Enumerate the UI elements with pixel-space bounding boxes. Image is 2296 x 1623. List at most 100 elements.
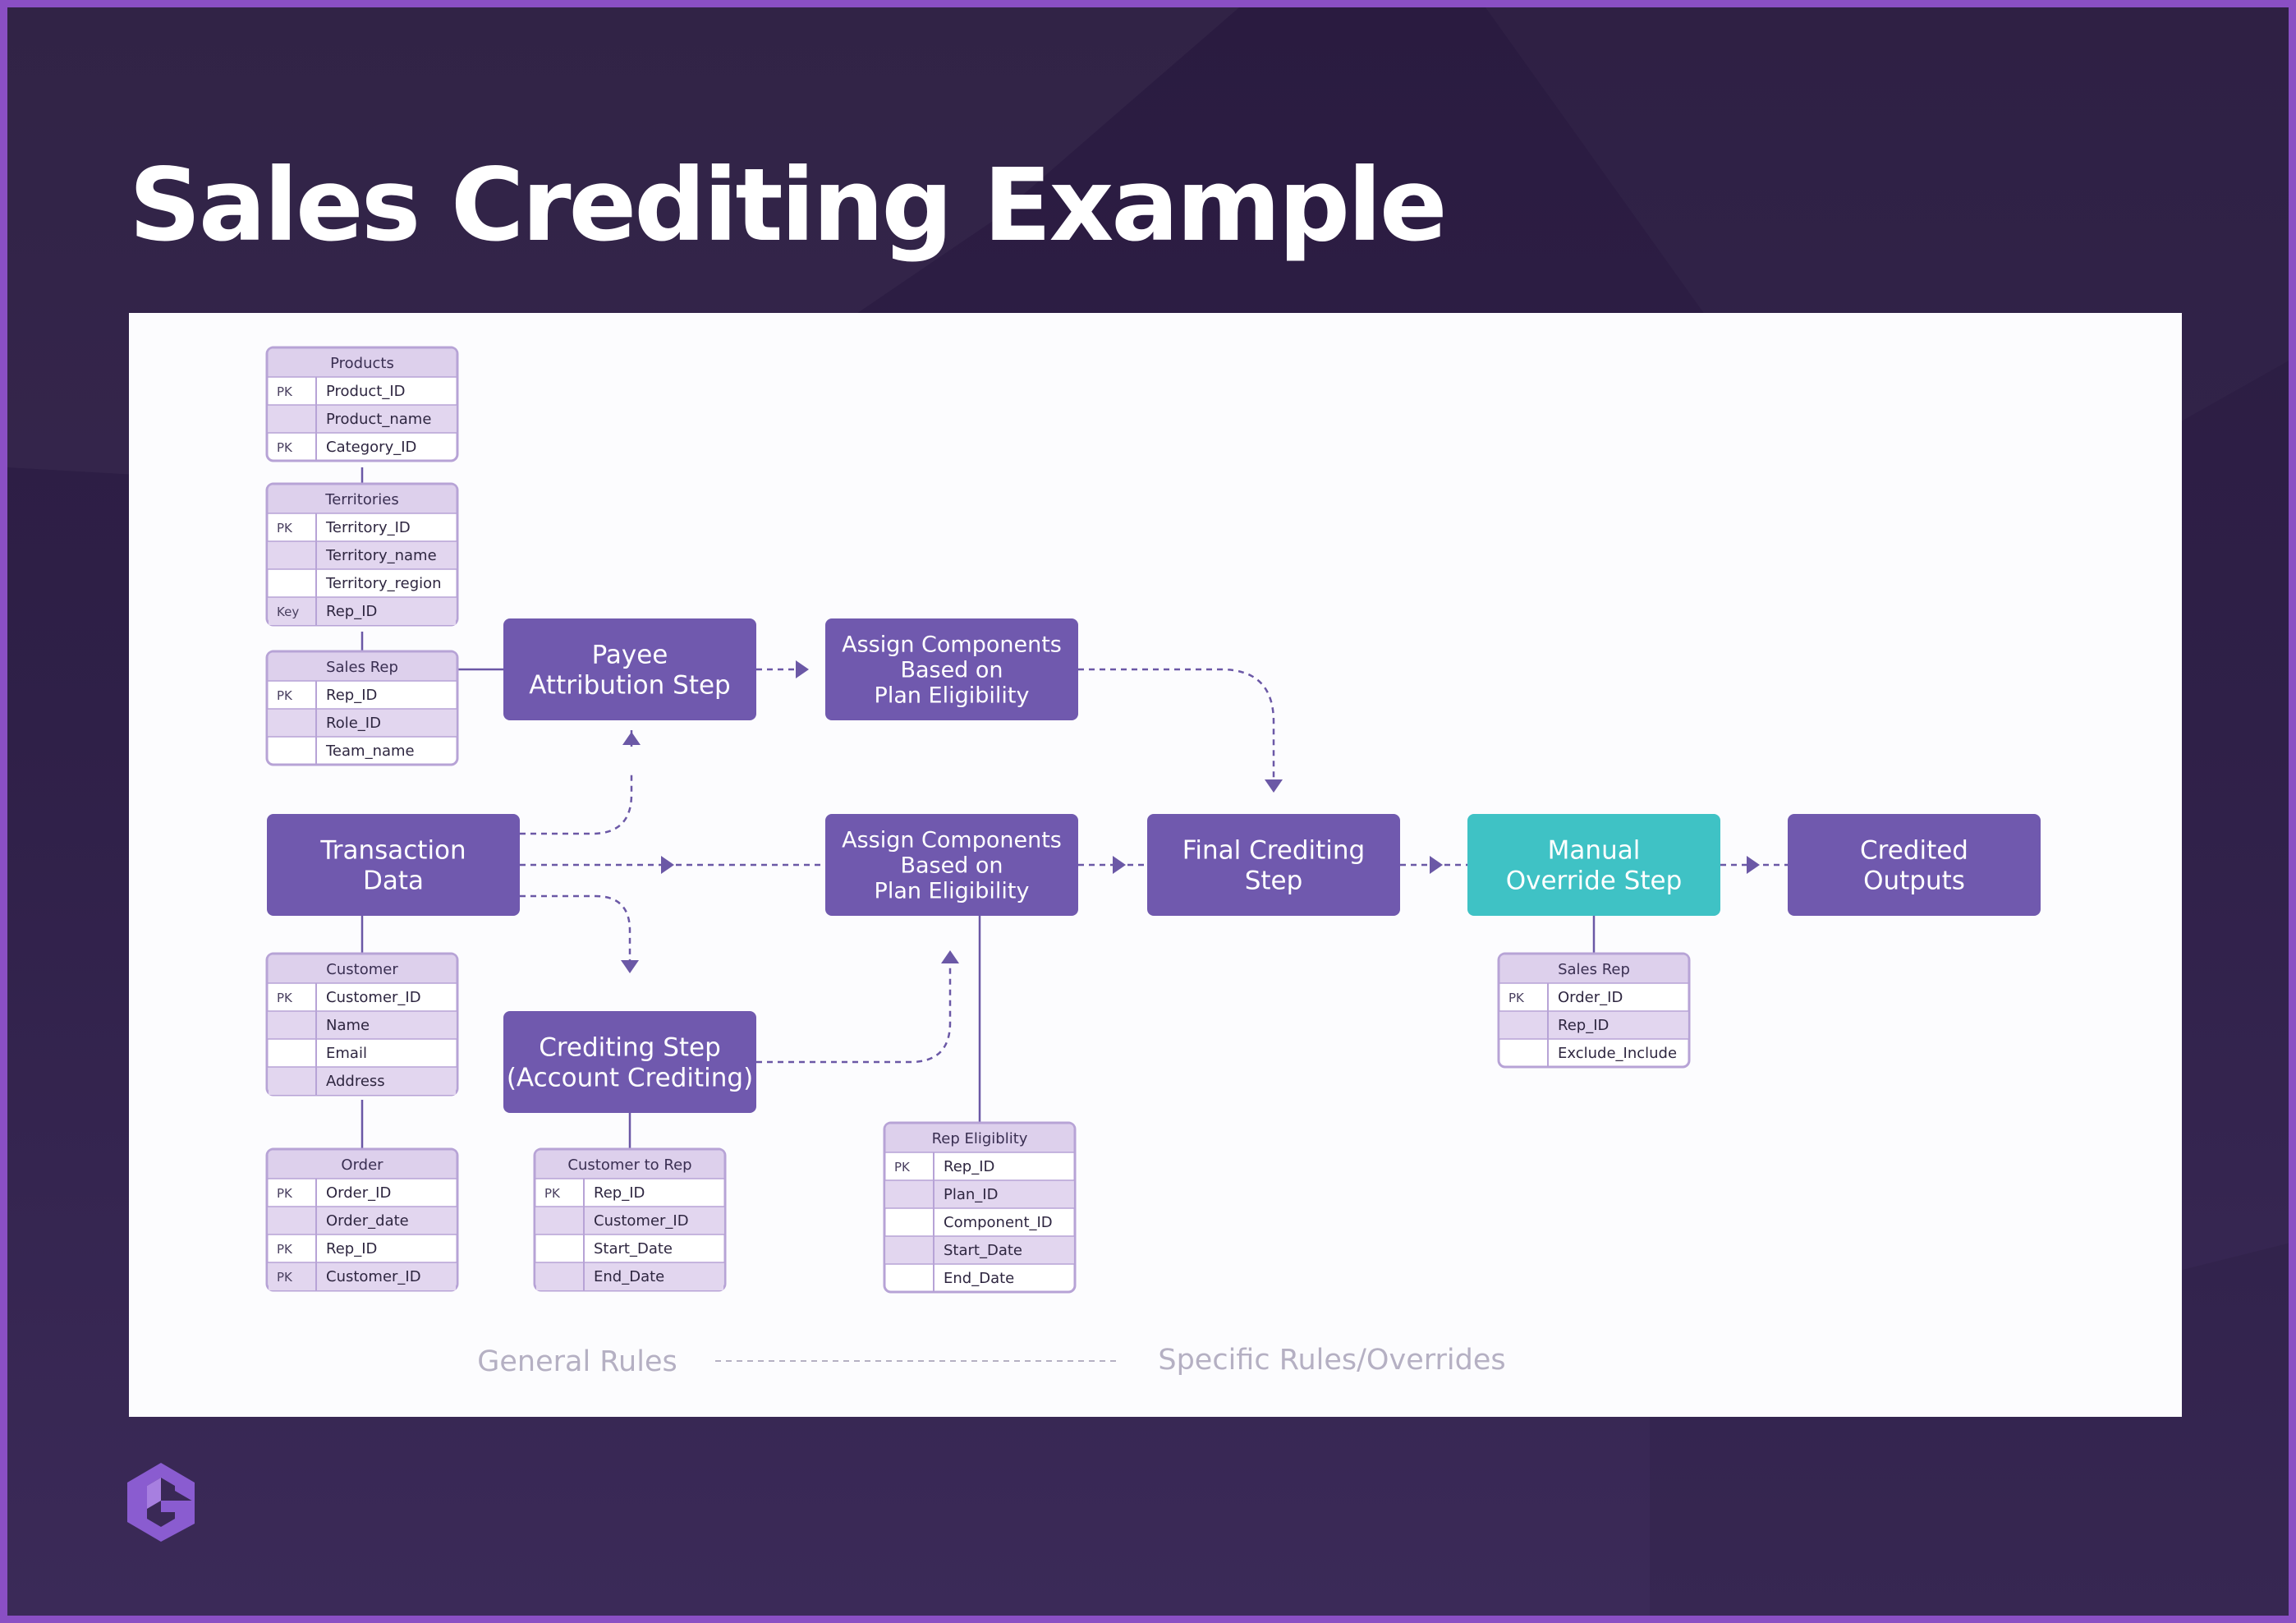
table-field-cell: Name (326, 1017, 370, 1034)
table-field-cell: Rep_ID (326, 1240, 377, 1257)
table-field-cell: Address (326, 1073, 385, 1090)
process-node-label: (Account Crediting) (507, 1064, 753, 1093)
legend-general-rules: General Rules (477, 1345, 677, 1378)
table-key-cell: PK (277, 521, 293, 536)
table-row-stripe (269, 541, 456, 569)
table-header (268, 348, 457, 377)
process-node-label: Transaction (319, 836, 466, 866)
arrowhead (661, 856, 674, 874)
process-node-box (1788, 814, 2041, 916)
table-field-cell: Customer_ID (326, 1268, 421, 1285)
arrowhead (1113, 856, 1126, 874)
table-header (268, 652, 457, 681)
table-row-stripe (269, 709, 456, 737)
table-field-cell: Customer_ID (326, 989, 421, 1006)
arrowhead (1747, 856, 1760, 874)
table-field-cell: End_Date (944, 1270, 1014, 1287)
table-row-stripe (536, 1207, 723, 1234)
table-key-cell: PK (894, 1160, 911, 1175)
arrowhead (796, 660, 809, 678)
connector-line (520, 894, 631, 962)
table-field-cell: Start_Date (594, 1240, 673, 1257)
arrowhead (621, 960, 639, 973)
table-title: Order (341, 1156, 383, 1174)
process-node-label: Outputs (1863, 867, 1965, 896)
table-title: Sales Rep (326, 659, 398, 676)
table-field-cell: Start_Date (944, 1242, 1022, 1259)
process-node-label: Credited (1860, 836, 1968, 866)
table-field-cell: Rep_ID (326, 603, 377, 620)
table-key-cell: PK (277, 991, 293, 1005)
process-node-box (267, 814, 520, 916)
table-title: Customer (326, 961, 398, 978)
table-key-cell: PK (277, 1270, 293, 1285)
table-key-cell: PK (277, 688, 293, 703)
legend-specific-rules: Specific Rules/Overrides (1158, 1344, 1505, 1377)
table-row-stripe (1500, 1011, 1688, 1039)
table-field-cell: End_Date (594, 1268, 664, 1285)
table-title: Customer to Rep (567, 1156, 691, 1174)
table-header (268, 1150, 457, 1179)
process-node-label: Manual (1548, 836, 1641, 866)
table-key-cell: Key (277, 605, 299, 619)
process-node-box (1467, 814, 1720, 916)
process-node-label: Plan Eligibility (875, 879, 1030, 904)
arrowhead (1265, 779, 1283, 793)
table-header (885, 1124, 1074, 1152)
connector-line (1078, 668, 1275, 779)
process-node-box (825, 618, 1078, 720)
process-node-label: Based on (900, 853, 1003, 879)
process-node-label: Final Crediting (1182, 836, 1365, 866)
table-field-cell: Order_ID (1558, 989, 1623, 1006)
arrowhead (941, 950, 959, 963)
table-title: Sales Rep (1558, 961, 1630, 978)
table-field-cell: Rep_ID (944, 1158, 994, 1175)
process-node-box (503, 1011, 756, 1113)
table-field-cell: Territory_region (325, 575, 442, 592)
process-node-label: Payee (592, 641, 668, 670)
table-header (268, 954, 457, 983)
table-field-cell: Rep_ID (594, 1184, 645, 1202)
process-node-label: Crediting Step (539, 1033, 721, 1063)
arrowhead (1430, 856, 1443, 874)
table-row-stripe (269, 1262, 456, 1290)
process-node-box (1147, 814, 1400, 916)
table-row-stripe (886, 1236, 1073, 1264)
table-row-stripe (536, 1262, 723, 1290)
process-node-label: Plan Eligibility (875, 683, 1030, 709)
table-field-cell: Product_ID (326, 383, 406, 400)
table-row-stripe (269, 597, 456, 625)
table-field-cell: Order_ID (326, 1184, 391, 1202)
table-key-cell: PK (277, 384, 293, 399)
table-field-cell: Category_ID (326, 439, 416, 456)
connector-layer (360, 467, 1788, 1149)
table-key-cell: PK (277, 1242, 293, 1257)
process-node-box (825, 814, 1078, 916)
company-logo-icon (127, 1463, 195, 1542)
process-node-crediting: Crediting Step(Account Crediting) (503, 1011, 756, 1113)
table-header (268, 485, 457, 513)
table-field-cell: Plan_ID (944, 1186, 998, 1203)
table-field-cell: Component_ID (944, 1214, 1053, 1231)
table-field-cell: Team_name (325, 743, 415, 760)
table-key-cell: PK (1508, 991, 1525, 1005)
table-row-stripe (269, 1207, 456, 1234)
table-field-cell: Order_date (326, 1212, 409, 1230)
process-node-label: Assign Components (842, 632, 1062, 658)
table-header (1499, 954, 1688, 983)
